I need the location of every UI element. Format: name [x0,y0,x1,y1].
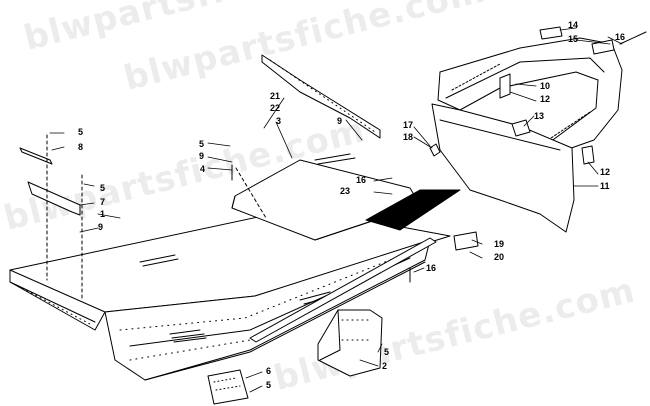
callout-6: 6 [266,366,272,376]
callout-5: 5 [100,183,106,193]
callout-5: 5 [78,127,84,137]
bumper-clip [499,73,511,99]
callout-5: 5 [266,380,272,390]
callout-21: 21 [270,91,281,101]
callout-16: 16 [615,32,626,42]
callout-15: 15 [568,34,579,44]
callout-23: 23 [340,186,351,196]
decal-19 [453,231,479,251]
callout-16: 16 [426,263,437,273]
callout-14: 14 [568,20,579,30]
tunnel-side-wall [104,239,431,381]
bracket-7 [27,181,81,216]
rail-bar [249,237,437,343]
callout-17: 17 [403,120,414,130]
callout-16: 16 [356,175,367,185]
pad-14 [539,26,563,40]
callout-9: 9 [199,151,205,161]
callout-1: 1 [100,209,106,219]
bracket-8 [19,147,53,165]
snow-flap [431,103,575,233]
callout-22: 22 [270,103,281,113]
fastener-17 [429,143,441,157]
flap-logo [365,189,461,231]
callout-20: 20 [494,252,505,262]
callout-5: 5 [384,347,390,357]
callout-7: 7 [100,197,106,207]
callout-9: 9 [98,222,104,232]
clip-12b [581,145,595,165]
callout-5: 5 [199,139,205,149]
bolt-16-top [619,31,647,45]
callout-13: 13 [534,111,545,121]
callout-8: 8 [78,142,84,152]
callout-12: 12 [600,167,611,177]
flap-strip [261,54,381,139]
callout-11: 11 [600,181,610,191]
callout-9: 9 [337,116,343,126]
callout-2: 2 [382,361,388,371]
callout-3: 3 [276,116,282,126]
callout-4: 4 [200,164,206,174]
callout-12: 12 [540,94,551,104]
callout-19: 19 [494,239,505,249]
callout-10: 10 [540,81,551,91]
tunnel-front-lip [9,269,106,331]
callout-18: 18 [403,132,414,142]
plate-6 [207,369,249,405]
hitch-plate [317,309,383,377]
